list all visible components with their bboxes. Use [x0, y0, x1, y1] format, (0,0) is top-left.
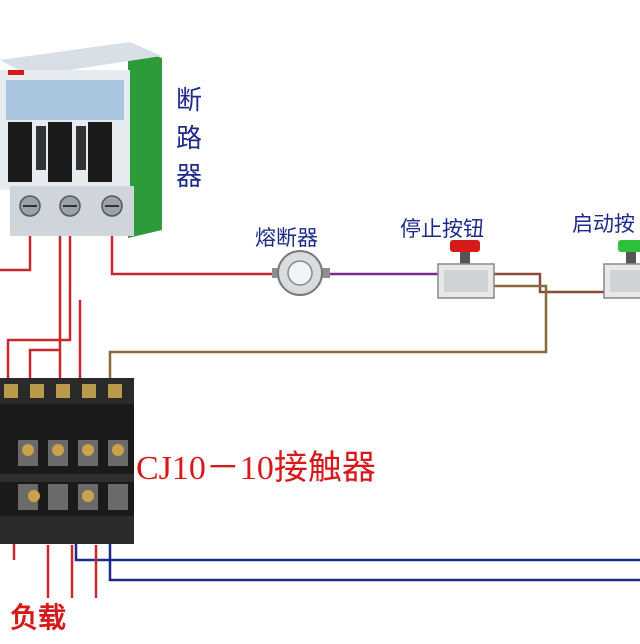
breaker-label: 断 路 器 [172, 82, 206, 196]
breaker-label-char-1: 断 [175, 86, 202, 116]
contactor-bottom-terminals [0, 516, 134, 544]
fuse-label: 熔断器 [255, 226, 318, 250]
contactor-upper-screws [22, 444, 124, 456]
breaker-top-face [0, 42, 162, 76]
stop-button-cap [450, 240, 480, 252]
breaker-label-strip [6, 80, 124, 120]
breaker-red-mark [8, 70, 24, 75]
wire-blue-bottom-2 [108, 540, 640, 582]
stop-button-stem [460, 252, 470, 266]
wire-stop-start-bottom [108, 284, 548, 395]
start-button-cap [618, 240, 640, 252]
breaker-label-char-3: 器 [175, 162, 202, 192]
start-button-stem [626, 252, 636, 266]
contactor-divider [0, 474, 134, 482]
wire-breaker-left [0, 232, 32, 272]
contactor [0, 378, 134, 544]
start-button [603, 240, 640, 299]
stop-button [437, 240, 495, 299]
breaker-side-green [128, 46, 162, 238]
contactor-label: CJ10－10接触器 [136, 450, 376, 487]
fuse-tab-right [320, 268, 330, 278]
wire-breaker-mid [6, 232, 72, 395]
start-button-label: 启动按 [572, 212, 635, 236]
circuit-breaker [0, 42, 162, 238]
fuse [272, 250, 330, 296]
wire-breaker-right [110, 232, 278, 276]
load-label: 负载 [10, 601, 67, 634]
breaker-handles [8, 122, 112, 182]
contactor-lower-screws [28, 490, 94, 502]
wire-stop-start-top [494, 272, 610, 294]
stop-button-label: 停止按钮 [400, 217, 484, 241]
breaker-label-char-2: 路 [175, 124, 202, 154]
fuse-cap [287, 260, 313, 286]
wire-blue-bottom [74, 515, 640, 562]
contactor-top-screws [4, 384, 122, 398]
